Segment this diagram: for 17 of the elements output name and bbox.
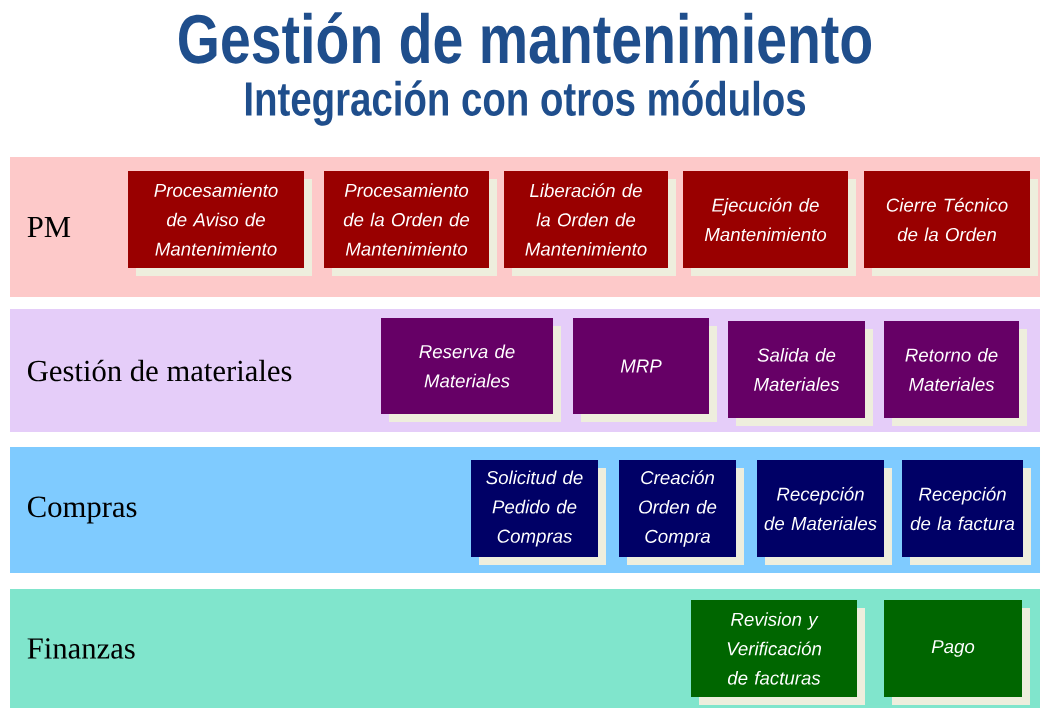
subtitle: Integración con otros módulos	[245, 80, 806, 126]
process-box: Cierre Técnico de la Orden	[864, 171, 1038, 276]
process-box: Recepción de Materiales	[757, 460, 892, 565]
process-box: Recepción de la factura	[902, 460, 1031, 565]
title: Gestión de mantenimiento	[179, 12, 872, 64]
process-box: Revision y Verificación de facturas	[691, 600, 865, 705]
process-box: Salida de Materiales	[728, 321, 873, 426]
process-box: Solicitud de Pedido de Compras	[471, 460, 606, 565]
process-box: Ejecución de Mantenimiento	[683, 171, 856, 276]
process-box: Reserva de Materiales	[381, 318, 561, 422]
process-box: Retorno de Materiales	[884, 321, 1027, 426]
process-box: Procesamiento de la Orden de Mantenimiento	[324, 171, 497, 276]
process-box: Procesamiento de Aviso de Mantenimiento	[128, 171, 312, 276]
process-box: MRP	[573, 318, 717, 422]
process-box: Creación Orden de Compra	[619, 460, 744, 565]
process-box: Pago	[884, 600, 1030, 705]
process-box: Liberación de la Orden de Mantenimiento	[504, 171, 676, 276]
